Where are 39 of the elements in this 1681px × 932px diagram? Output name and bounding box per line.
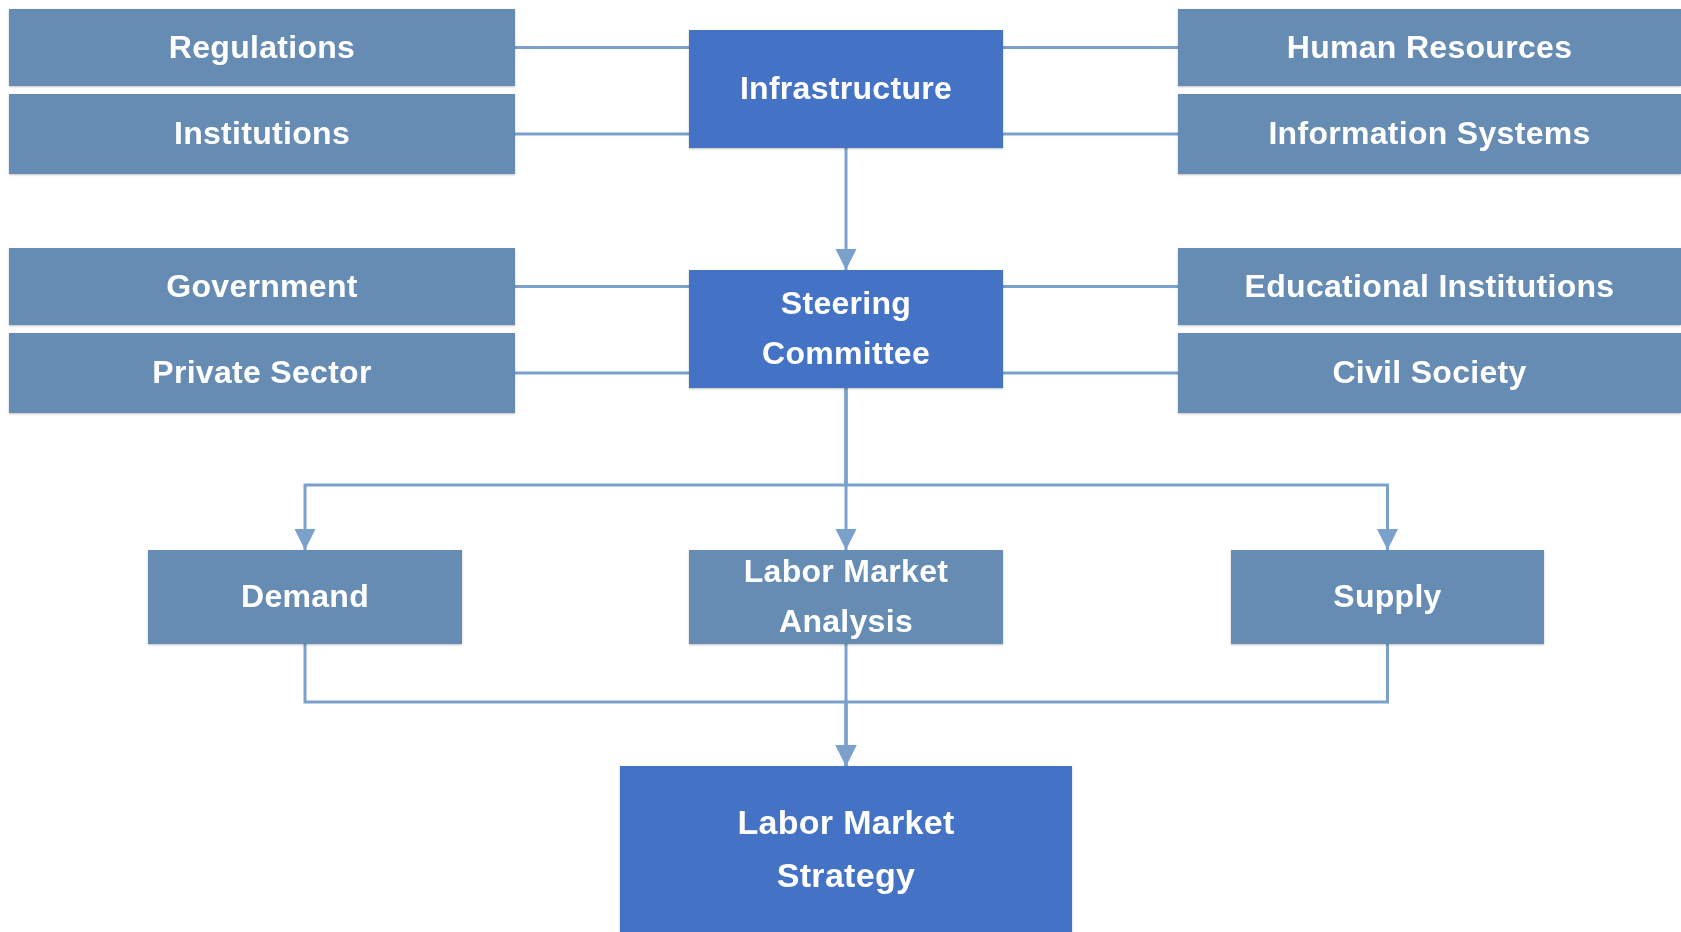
- box-label: Institutions: [174, 114, 350, 154]
- connector-line: [515, 285, 689, 288]
- box-label: Information Systems: [1268, 114, 1591, 154]
- category-box: [9, 9, 515, 86]
- box-label: Supply: [1333, 577, 1442, 617]
- category-box: [1178, 9, 1681, 86]
- arrow: [835, 148, 857, 270]
- connector-line: [515, 371, 689, 375]
- process-box: [620, 766, 1072, 932]
- box-label: Civil Society: [1332, 353, 1527, 393]
- category-box: [689, 550, 1003, 644]
- connector-line: [1003, 132, 1178, 136]
- category-box: [1231, 550, 1544, 644]
- category-box: [1178, 94, 1681, 174]
- box-label: Labor Market Strategy: [736, 802, 956, 896]
- connector-line: [515, 132, 689, 136]
- box-label: Steering Committee: [760, 284, 932, 373]
- box-label: Demand: [240, 577, 370, 617]
- process-box: [689, 30, 1003, 148]
- connector-line: [1003, 46, 1178, 49]
- category-box: [1178, 333, 1681, 413]
- category-box: [148, 550, 462, 644]
- category-box: [1178, 248, 1681, 325]
- box-label: Regulations: [168, 27, 356, 67]
- arrow: [835, 644, 1389, 766]
- box-label: Private Sector: [152, 353, 372, 393]
- box-label: Labor Market Analysis: [742, 552, 950, 641]
- category-box: [9, 333, 515, 413]
- connector-line: [515, 46, 689, 49]
- process-box: [689, 270, 1003, 388]
- category-box: [9, 248, 515, 325]
- box-label: Educational Institutions: [1244, 266, 1615, 306]
- category-box: [9, 94, 515, 174]
- connector-line: [1003, 285, 1178, 288]
- box-label: Government: [166, 266, 358, 306]
- box-label: Human Resources: [1286, 27, 1573, 67]
- connector-line: [1003, 371, 1178, 375]
- box-label: Infrastructure: [739, 69, 953, 109]
- arrow: [844, 388, 1398, 550]
